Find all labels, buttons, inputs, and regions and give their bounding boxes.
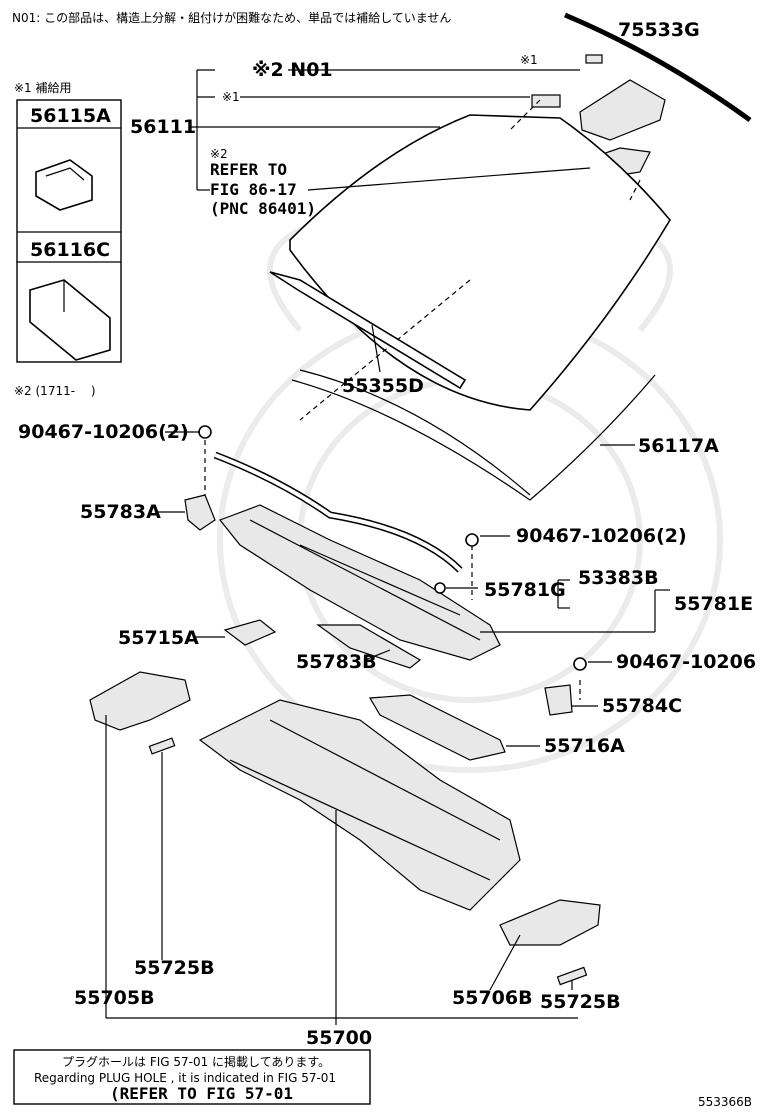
part-label-55355D[interactable]: 55355D bbox=[342, 375, 424, 397]
clip-90467-c-icon bbox=[573, 657, 587, 671]
part-label-56111[interactable]: 56111 bbox=[130, 116, 196, 138]
part-label-90467-b[interactable]: 90467-10206(2) bbox=[516, 525, 687, 547]
part-label-55715A[interactable]: 55715A bbox=[118, 627, 199, 649]
bracket-55715A bbox=[223, 619, 277, 646]
part-label-90467-a[interactable]: 90467-10206(2) bbox=[18, 421, 189, 443]
part-label-56117A[interactable]: 56117A bbox=[638, 435, 719, 457]
callout-n01[interactable]: ※2 N01 bbox=[252, 59, 333, 81]
refer-line-1: REFER TO bbox=[210, 160, 287, 179]
part-label-55705B[interactable]: 55705B bbox=[74, 987, 155, 1009]
plug-hole-refer[interactable]: (REFER TO FIG 57-01 bbox=[110, 1084, 293, 1103]
clip-90467-a-icon bbox=[198, 425, 212, 439]
part-label-55700[interactable]: 55700 bbox=[306, 1027, 372, 1049]
plug-hole-note-jp: プラグホールは FIG 57-01 に掲載してあります。 bbox=[62, 1054, 330, 1069]
pad-56116C-icon bbox=[29, 279, 111, 361]
refer-star: ※2 bbox=[210, 147, 228, 161]
part-label-55725B-b[interactable]: 55725B bbox=[540, 991, 621, 1013]
supply-legend: ※1 補給用 56115A 56116C ※2 (1711- ) bbox=[14, 81, 122, 398]
part-label-55725B-a[interactable]: 55725B bbox=[134, 957, 215, 979]
glass-strip-55355D bbox=[269, 271, 467, 390]
pad-55725B-b bbox=[556, 966, 588, 986]
side-bracket-55706B bbox=[499, 899, 601, 946]
part-label-53383B[interactable]: 53383B bbox=[578, 567, 659, 589]
callout-star1-b: ※1 bbox=[222, 90, 240, 104]
legend-part-56116C[interactable]: 56116C bbox=[30, 239, 110, 261]
supply-legend-title: ※1 補給用 bbox=[14, 81, 72, 95]
clip-56115A-icon bbox=[35, 159, 93, 211]
part-label-55783B[interactable]: 55783B bbox=[296, 651, 377, 673]
seal-55783B bbox=[316, 624, 422, 669]
part-label-55781E[interactable]: 55781E bbox=[674, 593, 753, 615]
cowl-strip-75533G bbox=[564, 12, 752, 123]
legend-part-56115A[interactable]: 56115A bbox=[30, 105, 111, 127]
callout-star1-a: ※1 bbox=[520, 53, 538, 67]
part-label-90467-c[interactable]: 90467-10206 bbox=[616, 651, 756, 673]
plug-hole-note-en: Regarding PLUG HOLE , it is indicated in… bbox=[34, 1071, 336, 1085]
windshield-molding-56117A bbox=[291, 374, 656, 501]
clip-90467-b-icon bbox=[465, 533, 479, 547]
clip-55781G-icon bbox=[434, 582, 446, 594]
bracket-55783A bbox=[184, 494, 216, 531]
figure-id: 553366B bbox=[698, 1095, 752, 1109]
part-label-55781G[interactable]: 55781G bbox=[484, 579, 566, 601]
refer-line-3: (PNC 86401) bbox=[210, 199, 316, 218]
legend-note-2: ※2 (1711- ) bbox=[14, 384, 96, 398]
cowl-panel-55781E bbox=[219, 504, 501, 661]
part-label-55783A[interactable]: 55783A bbox=[80, 501, 161, 523]
bracket-55784C bbox=[544, 684, 573, 716]
note-n01-text: N01: この部品は、構造上分解・組付けが困難なため、単品では補給していません bbox=[12, 10, 451, 25]
part-label-55706B[interactable]: 55706B bbox=[452, 987, 533, 1009]
leader-lines bbox=[105, 69, 670, 1025]
refer-line-2[interactable]: FIG 86-17 bbox=[210, 180, 297, 199]
part-label-55716A[interactable]: 55716A bbox=[544, 735, 625, 757]
plug-hole-note: プラグホールは FIG 57-01 に掲載してあります。 Regarding P… bbox=[13, 1049, 371, 1105]
side-bracket-55705B bbox=[89, 671, 191, 731]
part-label-55784C[interactable]: 55784C bbox=[602, 695, 682, 717]
part-label-75533G[interactable]: 75533G bbox=[618, 19, 700, 41]
pad-55725B-a bbox=[148, 737, 176, 755]
panel-55716A bbox=[368, 694, 506, 761]
